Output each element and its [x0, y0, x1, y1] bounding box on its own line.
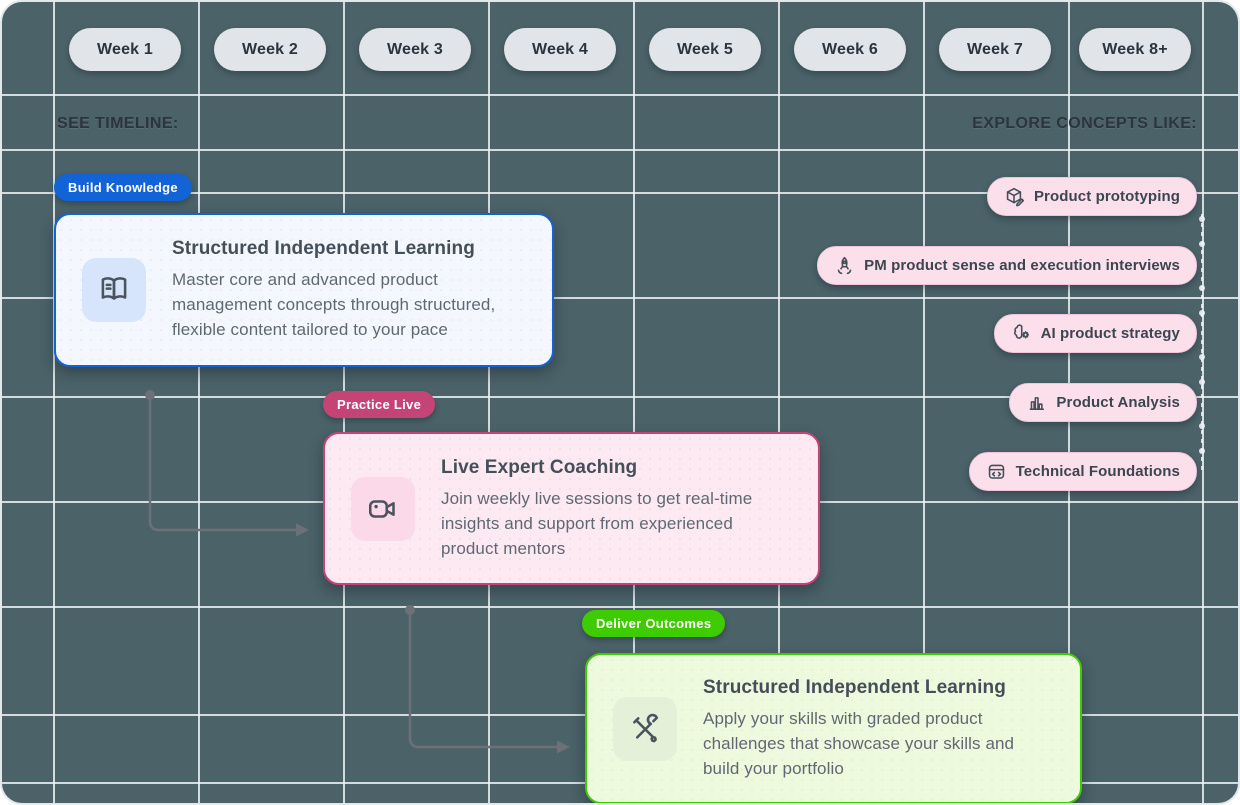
week-pill-4: Week 4 [504, 28, 616, 71]
week-pill-1: Week 1 [69, 28, 181, 71]
connector-arrowhead [296, 523, 309, 537]
practice-live-badge: Practice Live [323, 391, 436, 418]
dash-dot [1199, 285, 1205, 291]
connector-arrowhead [557, 740, 570, 754]
grid-hline [2, 606, 1238, 608]
build-knowledge-badge: Build Knowledge [54, 174, 192, 201]
concept-pill-label: Product prototyping [1033, 188, 1180, 205]
grid-hline [2, 94, 1238, 96]
grid-vline [53, 2, 55, 803]
concept-pill-ai-strategy: AI product strategy [993, 314, 1197, 353]
concept-pill-label: PM product sense and execution interview… [864, 257, 1180, 274]
bar-chart-icon [1030, 397, 1045, 411]
card-text: Structured Independent Learning Master c… [172, 238, 526, 342]
package-pencil-icon [1006, 187, 1025, 207]
grid-vline [923, 2, 925, 803]
concept-pill-product-prototyping: Product prototyping [986, 177, 1197, 216]
grid-vline [198, 2, 200, 803]
concept-pill-product-analysis: Product Analysis [1009, 383, 1197, 422]
week-pill-8: Week 8+ [1079, 28, 1191, 71]
see-timeline-header: SEE TIMELINE: [57, 115, 179, 132]
ai-brain-gear-icon [1013, 324, 1029, 339]
grid-hline [2, 192, 1238, 194]
week-pill-5: Week 5 [649, 28, 761, 71]
connector-start-dot [145, 390, 155, 400]
grid-vline [633, 2, 635, 803]
dash-dot [1199, 241, 1205, 247]
dash-dot [1199, 379, 1205, 385]
rocket-launch-icon [837, 256, 852, 275]
card-icon-tile [351, 476, 415, 541]
grid-vline [488, 2, 490, 803]
grid-vline [1202, 2, 1204, 803]
concept-pill-label: AI product strategy [1040, 325, 1180, 342]
grid-hline [2, 396, 1238, 398]
open-book-icon [101, 277, 127, 300]
week-pill-3: Week 3 [359, 28, 471, 71]
card-icon-tile [613, 696, 677, 761]
explore-concepts-header: EXPLORE CONCEPTS LIKE: [972, 115, 1197, 132]
video-camera-icon [368, 499, 395, 518]
dash-dot [1199, 310, 1205, 316]
card-text: Live Expert Coaching Join weekly live se… [441, 457, 792, 561]
card-title: Structured Independent Learning [703, 676, 1006, 698]
grid-hline [2, 297, 1238, 299]
card-title: Live Expert Coaching [441, 456, 638, 478]
deliver-outcomes-card: Structured Independent Learning Apply yo… [585, 653, 1082, 803]
card-icon-tile [82, 258, 146, 322]
card-body: Master core and advanced product managem… [172, 270, 496, 339]
concepts-dashed-connector [1201, 214, 1203, 470]
dash-dot [1199, 448, 1205, 454]
dash-dot [1199, 216, 1205, 222]
card-body: Join weekly live sessions to get real-ti… [441, 488, 753, 558]
card-title: Structured Independent Learning [172, 238, 475, 259]
grid-hline [2, 149, 1238, 151]
concept-pill-label: Technical Foundations [1015, 463, 1180, 480]
grid-vline [778, 2, 780, 803]
crossed-tools-icon [633, 713, 659, 742]
dash-dot [1199, 354, 1205, 360]
code-window-icon [988, 464, 1004, 479]
concept-pill-technical-foundations: Technical Foundations [968, 452, 1197, 491]
live-expert-coaching-card: Live Expert Coaching Join weekly live se… [323, 432, 820, 585]
card-text: Structured Independent Learning Apply yo… [703, 677, 1054, 781]
concept-pill-pm-interviews: PM product sense and execution interview… [817, 246, 1197, 285]
week-pill-2: Week 2 [214, 28, 326, 71]
deliver-outcomes-badge: Deliver Outcomes [582, 610, 726, 637]
structured-independent-learning-card: Structured Independent Learning Master c… [54, 213, 554, 367]
card-body: Apply your skills with graded product ch… [703, 708, 1015, 778]
dash-dot [1199, 423, 1205, 429]
week-pill-6: Week 6 [794, 28, 906, 71]
week-pill-7: Week 7 [939, 28, 1051, 71]
concept-pill-label: Product Analysis [1056, 394, 1180, 411]
